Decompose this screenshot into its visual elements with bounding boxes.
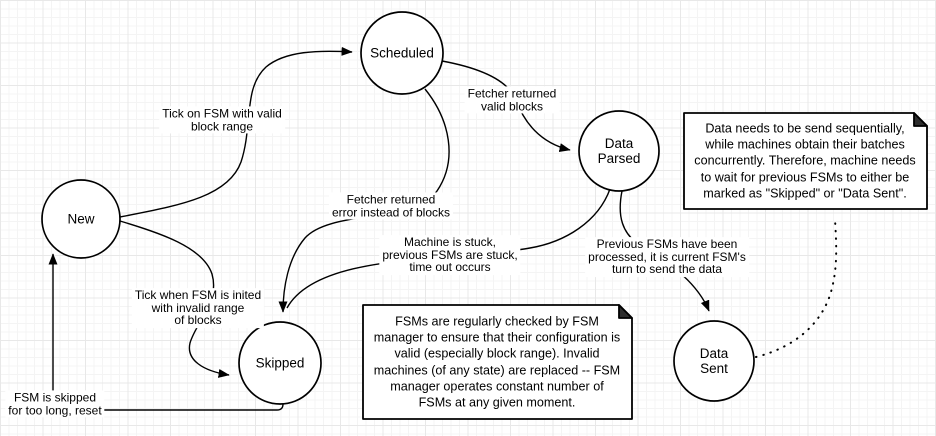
edge-label-machine-stuck[interactable]: Machine is stuck, previous FSMs are stuc… <box>379 235 521 275</box>
state-data-sent-label: Data Sent <box>699 346 729 376</box>
state-data-sent-circle[interactable] <box>673 320 755 402</box>
state-scheduled-circle[interactable] <box>360 11 444 95</box>
edge-data-sent-to-note-dotted[interactable] <box>755 218 838 358</box>
edge-new-to-scheduled[interactable] <box>119 46 353 218</box>
state-data-parsed-circle[interactable] <box>578 110 660 192</box>
state-new-label: New <box>67 211 95 227</box>
note-manager-text: FSMs are regularly checked by FSM manage… <box>373 314 621 410</box>
state-new-circle[interactable] <box>41 179 121 259</box>
note-manager-fold-icon <box>618 304 633 319</box>
state-scheduled-label: Scheduled <box>370 45 434 61</box>
note-sequential-text: Data needs to be send sequentially, whil… <box>694 121 916 201</box>
edge-label-fetcher-valid[interactable]: Fetcher returned valid blocks <box>464 86 560 114</box>
edge-label-skipped-reset[interactable]: FSM is skipped for too long, reset <box>5 390 105 418</box>
state-data-parsed-label: Data Parsed <box>597 136 641 166</box>
edge-label-previous-processed[interactable]: Previous FSMs have been processed, it is… <box>585 237 749 277</box>
edge-label-fetcher-error[interactable]: Fetcher returned error instead of blocks <box>328 192 454 220</box>
state-skipped-label: Skipped <box>255 355 305 371</box>
edge-label-tick-invalid[interactable]: Tick when FSM is inited with invalid ran… <box>131 288 265 328</box>
note-manager-shape[interactable] <box>362 304 633 420</box>
state-skipped-circle[interactable] <box>238 321 322 405</box>
edge-label-tick-valid[interactable]: Tick on FSM with valid block range <box>159 106 285 134</box>
note-sequential-fold-icon <box>913 112 928 127</box>
note-sequential-shape[interactable] <box>683 112 928 210</box>
